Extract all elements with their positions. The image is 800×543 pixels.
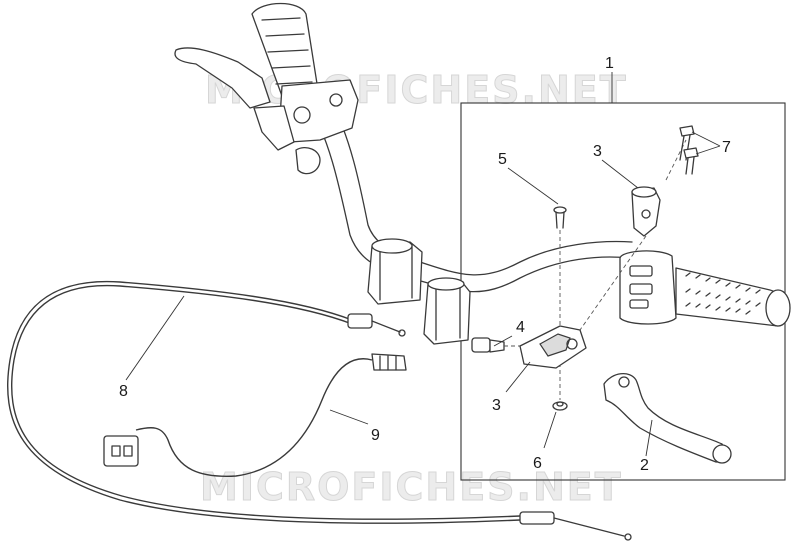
left-brake-assembly	[174, 2, 359, 175]
brake-lever	[603, 373, 732, 464]
watermark-bottom: MICROFICHES.NET	[200, 465, 623, 509]
handlebar	[309, 99, 633, 345]
clamp-bracket-upper	[631, 186, 661, 237]
small-screw	[553, 206, 567, 229]
callout-3-top: 3	[593, 143, 602, 160]
callout-9: 9	[371, 427, 380, 444]
callout-4: 4	[516, 319, 525, 336]
nut	[552, 401, 568, 411]
callout-8: 8	[119, 383, 128, 400]
callout-7: 7	[722, 139, 731, 156]
control-cable-long	[7, 280, 632, 541]
callout-1: 1	[605, 55, 614, 72]
assembly-axis-upper	[579, 235, 647, 331]
pivot-pin	[471, 337, 528, 353]
callout-2: 2	[640, 457, 649, 474]
screws	[679, 125, 699, 175]
lever-bracket-lower	[519, 325, 587, 369]
leader-lines	[125, 72, 721, 457]
watermark-top: MICROFICHES.NET	[205, 68, 628, 112]
assembly-axis-screws	[665, 139, 687, 181]
right-switch-housing	[619, 250, 677, 325]
right-grip	[675, 267, 791, 327]
callout-3-bottom: 3	[492, 397, 501, 414]
switch-wire	[103, 353, 407, 477]
callout-6: 6	[533, 455, 542, 472]
callout-5: 5	[498, 151, 507, 168]
